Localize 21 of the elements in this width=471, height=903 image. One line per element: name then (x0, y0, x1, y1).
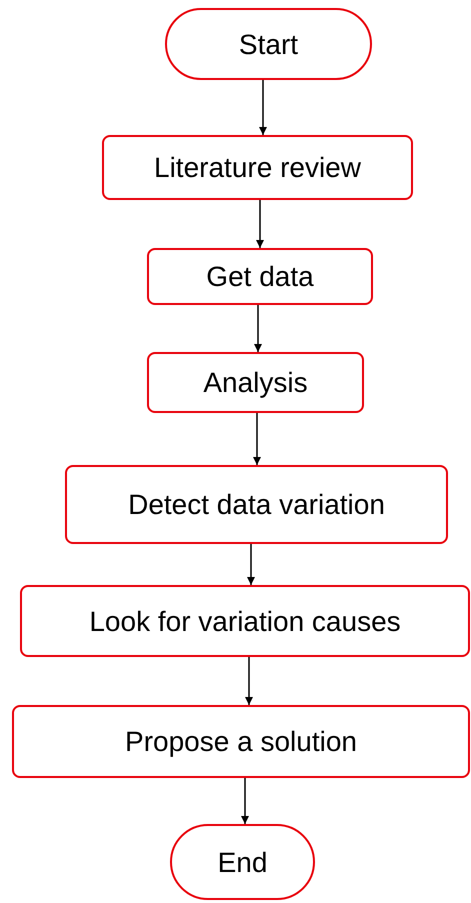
process-box (147, 352, 364, 413)
arrow (256, 200, 264, 248)
node-label: Start (238, 28, 298, 62)
arrow (247, 544, 255, 585)
node-label: Look for variation causes (89, 604, 401, 638)
process-box (20, 585, 470, 657)
node-label: Propose a solution (125, 725, 357, 759)
process-box (65, 465, 448, 544)
arrow (245, 657, 253, 705)
arrow (259, 80, 267, 135)
arrow (241, 778, 249, 824)
process-box (147, 248, 373, 305)
node-label: Literature review (154, 151, 361, 185)
node-label: Analysis (203, 366, 308, 400)
node-label: End (218, 846, 268, 880)
node-label: Get data (206, 260, 314, 294)
node-label: Detect data variation (128, 488, 385, 522)
process-box (12, 705, 470, 778)
arrow (253, 413, 261, 465)
process-box (102, 135, 413, 200)
arrow (254, 305, 262, 352)
